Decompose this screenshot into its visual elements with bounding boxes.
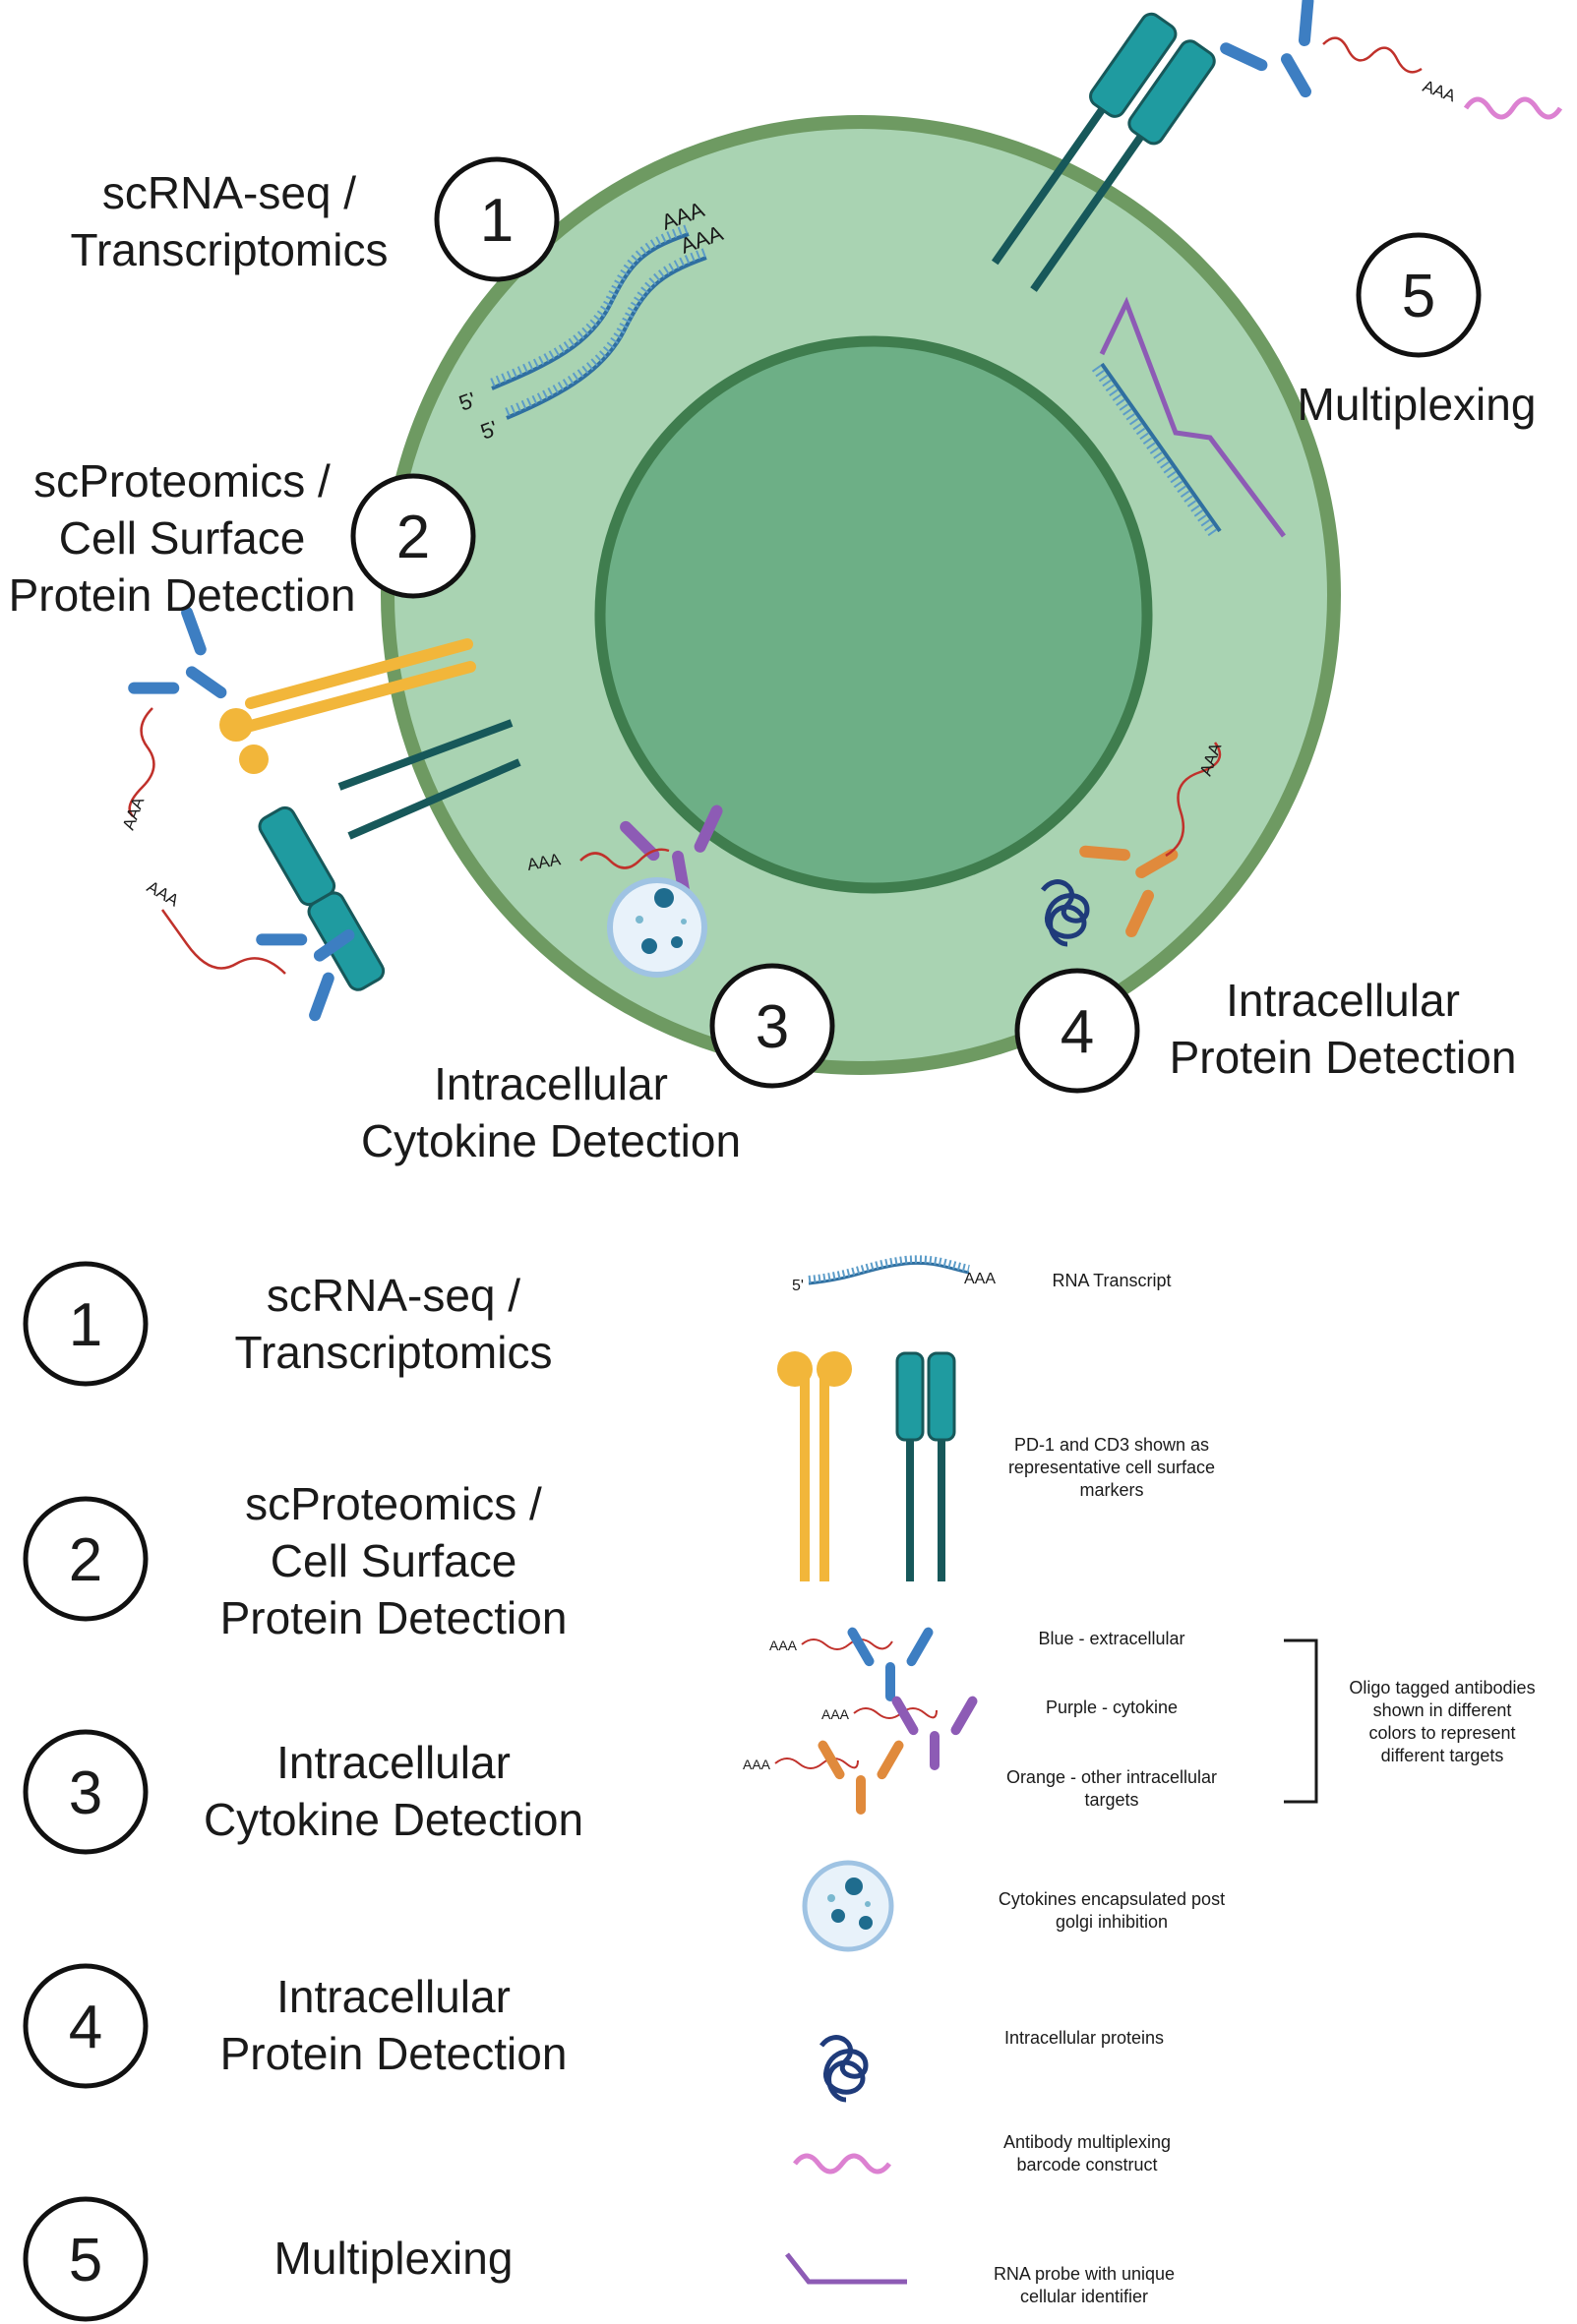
key-purple-label: Purple - cytokine — [1046, 1698, 1178, 1717]
svg-text:Intracellular proteins: Intracellular proteins — [1004, 2028, 1164, 2048]
svg-text:3: 3 — [756, 993, 789, 1061]
legend-row-2: 2 scProteomics / Cell Surface Protein De… — [23, 1478, 568, 1643]
svg-text:PD-1 and CD3 shown as: PD-1 and CD3 shown as — [1014, 1435, 1209, 1455]
svg-text:5: 5 — [69, 2227, 102, 2294]
callout-3-line-2: Cytokine Detection — [361, 1115, 741, 1166]
svg-text:Protein Detection: Protein Detection — [220, 1592, 568, 1643]
svg-text:1: 1 — [69, 1291, 102, 1359]
svg-text:4: 4 — [1061, 998, 1094, 1066]
callout-1: 1 scRNA-seq / Transcriptomics — [71, 156, 560, 282]
five-prime-label-2: 5' — [477, 416, 501, 445]
callout-5-line-1: Multiplexing — [1298, 379, 1537, 430]
svg-text:Cell Surface: Cell Surface — [271, 1535, 517, 1586]
svg-text:5': 5' — [792, 1278, 804, 1294]
mrna-strands-icon: 5' 5' AAA AAA — [455, 197, 726, 445]
nucleus — [594, 335, 1153, 894]
key-barcode: Antibody multiplexing barcode construct — [793, 2132, 1171, 2175]
svg-text:markers: markers — [1079, 1480, 1143, 1500]
intracellular-protein-icon — [1041, 879, 1090, 947]
callout-2-line-3: Protein Detection — [9, 569, 356, 621]
key-rna-transcript: 5' AAA RNA Transcript — [792, 1255, 1172, 1294]
svg-text:cellular identifier: cellular identifier — [1020, 2287, 1148, 2306]
five-prime-label-1: 5' — [455, 387, 479, 416]
polya-label-pd1: AAA — [119, 794, 149, 832]
svg-text:RNA probe with unique: RNA probe with unique — [994, 2264, 1175, 2284]
svg-text:Intracellular: Intracellular — [276, 1971, 511, 2022]
svg-text:scRNA-seq /: scRNA-seq / — [267, 1270, 520, 1321]
svg-text:AAA: AAA — [964, 1271, 996, 1287]
callout-3: 3 Intracellular Cytokine Detection — [361, 963, 835, 1166]
svg-text:2: 2 — [69, 1526, 102, 1594]
rna-probe-icon — [1091, 296, 1286, 538]
polya-label-top: AAA — [1421, 77, 1459, 106]
svg-text:1: 1 — [480, 187, 514, 255]
svg-text:Cytokines encapsulated post: Cytokines encapsulated post — [999, 1889, 1225, 1909]
svg-text:different targets: different targets — [1381, 1746, 1504, 1765]
callout-4-line-1: Intracellular — [1226, 975, 1460, 1026]
antibody-multiplex-icon: AAA — [1220, 0, 1563, 120]
callout-2: 2 scProteomics / Cell Surface Protein De… — [9, 455, 476, 621]
svg-text:colors to represent: colors to represent — [1368, 1723, 1515, 1743]
callout-5: 5 Multiplexing — [1298, 232, 1537, 430]
key-orange-label-1: Orange - other intracellular — [1006, 1767, 1217, 1787]
svg-text:Protein Detection: Protein Detection — [220, 2028, 568, 2079]
key-blue-label: Blue - extracellular — [1038, 1629, 1184, 1648]
bracket — [1284, 1639, 1318, 1804]
legend-row-1: 1 scRNA-seq / Transcriptomics — [23, 1261, 553, 1387]
key-oligo-antibodies: AAA AAA AAA Blue - extracellular Purple … — [743, 1627, 1536, 1815]
key-rna-transcript-label: RNA Transcript — [1052, 1271, 1171, 1290]
callout-4-line-2: Protein Detection — [1170, 1032, 1517, 1083]
legend-row-3: 3 Intracellular Cytokine Detection — [23, 1729, 583, 1855]
svg-text:AAA: AAA — [743, 1757, 771, 1772]
legend-row-4: 4 Intracellular Protein Detection — [23, 1963, 568, 2089]
legend-row-5: 5 Multiplexing — [23, 2196, 514, 2322]
key-intracellular-proteins: Intracellular proteins — [819, 2028, 1164, 2103]
svg-text:shown in different: shown in different — [1373, 1700, 1512, 1720]
cytokine-vesicle-icon — [607, 877, 707, 978]
callout-2-line-1: scProteomics / — [33, 455, 331, 507]
callout-3-line-1: Intracellular — [434, 1058, 668, 1109]
callout-4: 4 Intracellular Protein Detection — [1014, 968, 1517, 1094]
key-orange-label-2: targets — [1084, 1790, 1138, 1810]
svg-text:5: 5 — [1402, 263, 1435, 330]
polya-label-cd3: AAA — [144, 877, 183, 911]
svg-text:Cytokine Detection: Cytokine Detection — [204, 1794, 583, 1845]
svg-text:Transcriptomics: Transcriptomics — [235, 1327, 553, 1378]
key-cytokines: Cytokines encapsulated post golgi inhibi… — [802, 1860, 1225, 1952]
svg-text:Antibody multiplexing: Antibody multiplexing — [1003, 2132, 1171, 2152]
svg-text:barcode construct: barcode construct — [1016, 2155, 1157, 2175]
svg-text:2: 2 — [396, 504, 430, 571]
svg-text:Multiplexing: Multiplexing — [274, 2233, 514, 2284]
svg-text:AAA: AAA — [769, 1638, 798, 1653]
callout-1-line-2: Transcriptomics — [71, 224, 389, 275]
svg-text:3: 3 — [69, 1759, 102, 1827]
key-rna-probe: RNA probe with unique cellular identifie… — [785, 2252, 1175, 2306]
svg-text:AAA: AAA — [821, 1706, 850, 1722]
key-surface-markers: PD-1 and CD3 shown as representative cel… — [777, 1351, 1215, 1581]
callout-2-line-2: Cell Surface — [59, 512, 306, 564]
svg-text:representative cell surface: representative cell surface — [1008, 1458, 1215, 1477]
svg-text:Oligo tagged antibodies: Oligo tagged antibodies — [1349, 1678, 1535, 1698]
cd3-receptor-top-icon — [991, 12, 1216, 292]
svg-text:4: 4 — [69, 1994, 102, 2061]
svg-text:scProteomics /: scProteomics / — [245, 1478, 542, 1529]
svg-text:Intracellular: Intracellular — [276, 1737, 511, 1788]
svg-text:golgi inhibition: golgi inhibition — [1056, 1912, 1168, 1932]
callout-1-line-1: scRNA-seq / — [102, 167, 356, 218]
pd1-receptor-icon — [219, 638, 476, 774]
